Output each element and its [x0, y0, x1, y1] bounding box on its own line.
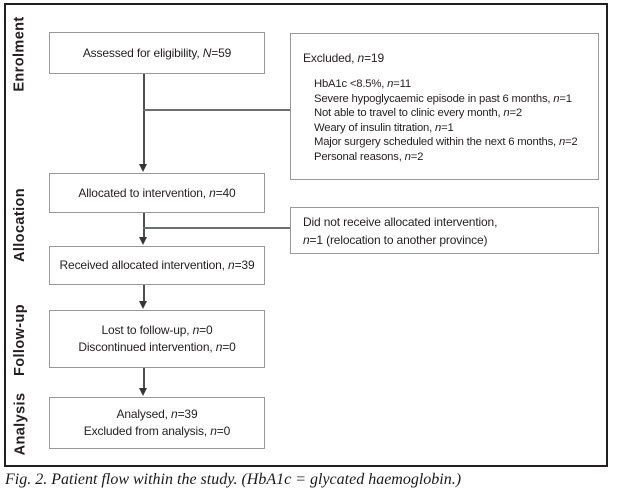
arrow-line-received-to-followup — [143, 284, 145, 302]
text-pre: Did not receive allocated intervention, — [303, 215, 498, 229]
stage-label-allocation-text: Allocation — [12, 187, 28, 263]
box-assessed-eligibility: Assessed for eligibility, N=59 — [49, 32, 265, 74]
text-pre: Assessed for eligibility, — [82, 45, 203, 60]
text-pre: Personal reasons, — [314, 150, 405, 163]
text-post: =2 — [565, 136, 578, 149]
not-received-text: Did not receive allocated intervention, … — [291, 208, 598, 249]
text-post: =0 — [199, 323, 213, 337]
excluded-reason-hypoglycaemic: Severe hypoglycaemic episode in past 6 m… — [314, 92, 598, 107]
text-post: =11 — [393, 78, 411, 90]
text-pre: Received allocated intervention, — [59, 258, 229, 272]
excluded-reason-surgery: Major surgery scheduled within the next … — [314, 135, 598, 150]
n-italic: n — [435, 121, 442, 134]
stage-label-enrolment-text: Enrolment — [12, 16, 28, 92]
followup-line-2: Discontinued intervention, n=0 — [78, 339, 235, 356]
n-italic: n — [171, 407, 178, 421]
not-received-line-1: Did not receive allocated intervention, — [303, 213, 598, 231]
text-post: =19 — [364, 51, 384, 65]
box-received-intervention: Received allocated intervention, n=39 — [49, 246, 265, 285]
arrowhead-to-allocated — [139, 164, 148, 172]
text-pre: Not able to travel to clinic every month… — [314, 107, 504, 120]
n-italic: n — [210, 424, 217, 438]
n-italic: n — [503, 107, 510, 120]
arrowhead-to-received — [139, 237, 148, 245]
n-italic: N — [202, 45, 212, 60]
text-pre: Lost to follow-up, — [101, 323, 193, 337]
box-allocated-intervention: Allocated to intervention, n=40 — [49, 173, 265, 213]
stage-label-enrolment: Enrolment — [4, 16, 36, 92]
text-pre: Excluded from analysis, — [83, 424, 211, 438]
n-italic: n — [553, 92, 560, 105]
text-post: =0 — [216, 424, 231, 438]
excluded-title: Excluded, n=19 — [291, 34, 598, 66]
text-pre: Allocated to intervention, — [78, 185, 210, 200]
arrowhead-to-followup — [139, 301, 148, 309]
n-italic: n — [387, 78, 394, 90]
text-post: =2 — [410, 150, 424, 163]
assessed-text: Assessed for eligibility, N=59 — [82, 45, 232, 62]
text-post: =1 (relocation to another province) — [309, 233, 488, 247]
stage-label-follow-up-text: Follow-up — [12, 303, 28, 377]
text-post: =1 — [559, 92, 572, 105]
stage-label-analysis: Analysis — [4, 393, 36, 456]
text-pre: Analysed, — [116, 407, 172, 421]
n-italic: n — [228, 258, 235, 272]
analysis-line-2: Excluded from analysis, n=0 — [83, 423, 231, 440]
text-pre: Excluded, — [303, 51, 358, 65]
n-italic: n — [209, 185, 216, 200]
box-not-received: Did not receive allocated intervention, … — [290, 207, 599, 254]
text-pre: Severe hypoglycaemic episode in past 6 m… — [314, 92, 554, 105]
excluded-reason-list: HbA1c <8.5%, n=11 Severe hypoglycaemic e… — [291, 66, 598, 165]
n-italic: n — [215, 340, 223, 354]
followup-line-1: Lost to follow-up, n=0 — [101, 322, 212, 339]
text-post: =39 — [234, 258, 255, 272]
stage-label-allocation: Allocation — [4, 186, 36, 264]
excluded-reason-hba1c: HbA1c <8.5%, n=11 — [314, 77, 598, 92]
text-pre: HbA1c <8.5%, — [314, 78, 388, 90]
n-italic: n — [357, 51, 365, 65]
n-italic: n — [303, 233, 310, 247]
text-post: =39 — [177, 407, 198, 421]
stage-label-follow-up: Follow-up — [4, 302, 36, 378]
stage-label-analysis-text: Analysis — [12, 392, 28, 456]
text-pre: Major surgery scheduled within the next … — [314, 136, 559, 149]
connector-line-to-not-received — [143, 227, 290, 229]
excluded-reason-travel: Not able to travel to clinic every month… — [314, 106, 598, 121]
text-post: =40 — [215, 185, 236, 200]
text-pre: Weary of insulin titration, — [314, 121, 436, 134]
allocated-text: Allocated to intervention, n=40 — [78, 185, 235, 202]
n-italic: n — [558, 136, 566, 149]
not-received-line-2: n=1 (relocation to another province) — [303, 231, 598, 249]
text-pre: Discontinued intervention, — [78, 340, 216, 354]
figure-caption: Fig. 2. Patient flow within the study. (… — [5, 471, 462, 488]
text-post: =1 — [441, 121, 454, 134]
connector-line-to-excluded — [143, 109, 290, 111]
arrow-line-allocated-to-received — [143, 212, 145, 238]
text-post: =59 — [211, 45, 232, 60]
arrow-line-assessed-to-allocated — [143, 73, 145, 165]
received-text: Received allocated intervention, n=39 — [60, 257, 255, 274]
excluded-reason-personal: Personal reasons, n=2 — [314, 150, 598, 165]
analysis-line-1: Analysed, n=39 — [117, 406, 198, 423]
box-excluded: Excluded, n=19 HbA1c <8.5%, n=11 Severe … — [290, 33, 599, 180]
text-post: =2 — [509, 107, 522, 120]
n-italic: n — [404, 150, 411, 163]
n-italic: n — [192, 323, 200, 337]
box-analysis: Analysed, n=39 Excluded from analysis, n… — [49, 397, 265, 449]
arrow-line-followup-to-analysis — [143, 367, 145, 389]
text-post: =0 — [222, 340, 236, 354]
box-follow-up: Lost to follow-up, n=0 Discontinued inte… — [49, 310, 265, 368]
excluded-reason-weary: Weary of insulin titration, n=1 — [314, 121, 598, 136]
arrowhead-to-analysis — [139, 388, 148, 396]
